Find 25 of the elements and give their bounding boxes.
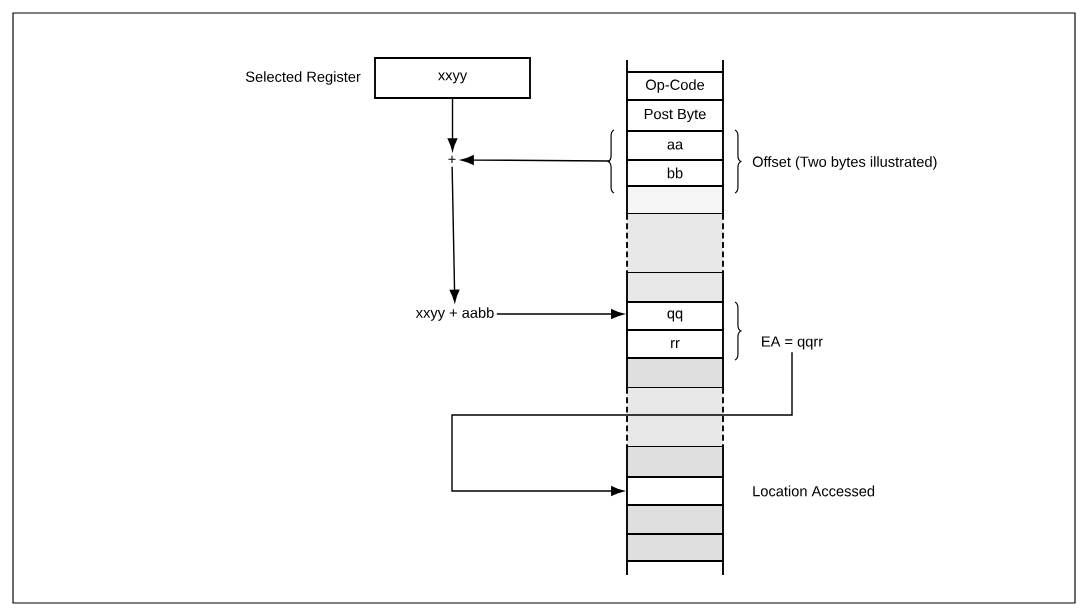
register-box: xxyy [374, 57, 531, 99]
arrow [451, 351, 793, 496]
brace-label: Offset (Two bytes illustrated) [752, 156, 937, 170]
memory-cell [626, 185, 724, 215]
memory-cell [626, 271, 724, 303]
memory-cell: Op-Code [626, 71, 724, 101]
cell-caption: Location Accessed [753, 485, 875, 497]
memory-cell: aa [626, 130, 724, 161]
value-text: EA = qqrr [762, 336, 823, 350]
memory-cell [626, 357, 724, 389]
memory-cell [626, 445, 724, 478]
memory-cell: bb [626, 159, 724, 187]
arrow [461, 155, 611, 165]
value-text: xxyy + aabb [415, 307, 494, 321]
arrow [447, 98, 458, 151]
memory-cell: Post Byte [626, 99, 724, 132]
memory-cell: rr [626, 329, 724, 359]
register-name: Selected Register [245, 71, 361, 85]
memory-cell [626, 476, 724, 506]
memory-cell [626, 533, 724, 562]
memory-cell [626, 504, 724, 535]
memory-cell: qq [626, 301, 724, 331]
arrow [496, 309, 624, 319]
arrow [449, 166, 460, 303]
value-text: + [448, 155, 456, 163]
